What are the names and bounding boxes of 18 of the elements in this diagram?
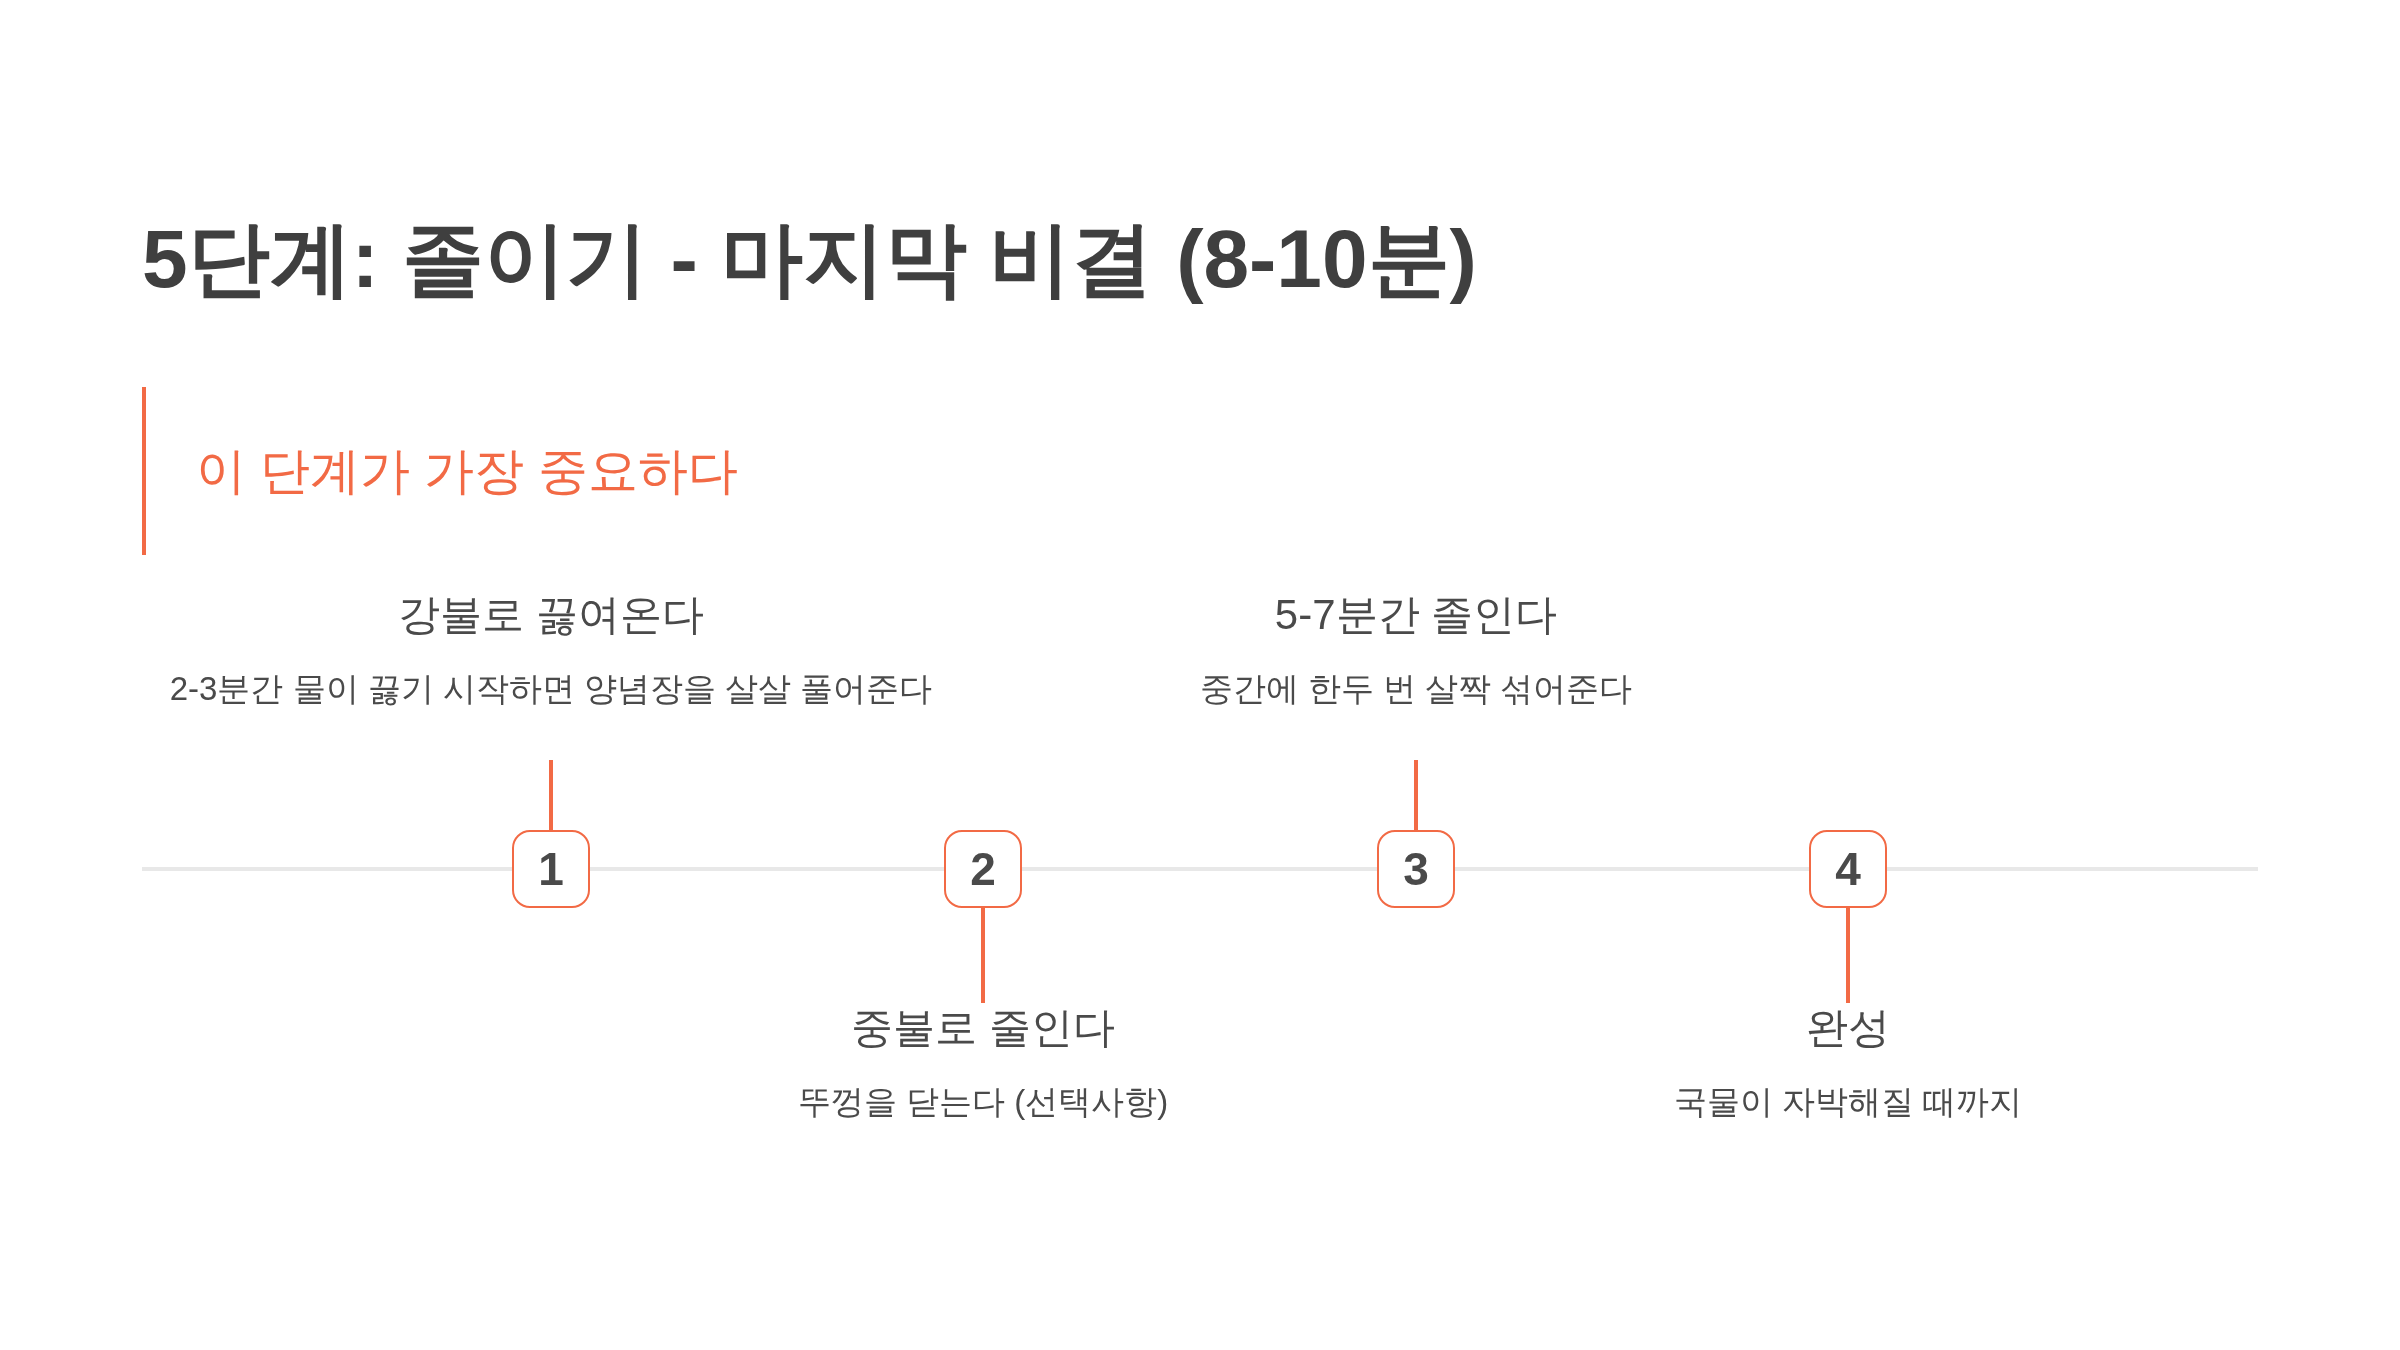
connector-line <box>981 908 985 1003</box>
connector-line <box>549 760 553 830</box>
step-description: 뚜껑을 닫는다 (선택사항) <box>797 1082 1169 1123</box>
step-description: 중간에 한두 번 살짝 섞어준다 <box>1199 669 1633 710</box>
step-heading: 강불로 끓여온다 <box>398 590 704 640</box>
step-number-badge: 2 <box>944 830 1022 908</box>
step-heading: 완성 <box>1806 1003 1890 1053</box>
step-heading: 중불로 줄인다 <box>851 1003 1115 1053</box>
step-number-badge: 1 <box>512 830 590 908</box>
step-description: 2-3분간 물이 끓기 시작하면 양념장을 살살 풀어준다 <box>169 669 933 710</box>
connector-line <box>1414 760 1418 830</box>
callout-text: 이 단계가 가장 중요하다 <box>196 442 738 501</box>
step-description: 국물이 자박해질 때까지 <box>1673 1082 2023 1123</box>
step-number-badge: 3 <box>1377 830 1455 908</box>
connector-line <box>1846 908 1850 1003</box>
title: 5단계: 졸이기 - 마지막 비결 (8-10분) <box>142 212 1477 306</box>
step-heading: 5-7분간 졸인다 <box>1274 590 1558 640</box>
step-number-badge: 4 <box>1809 830 1887 908</box>
